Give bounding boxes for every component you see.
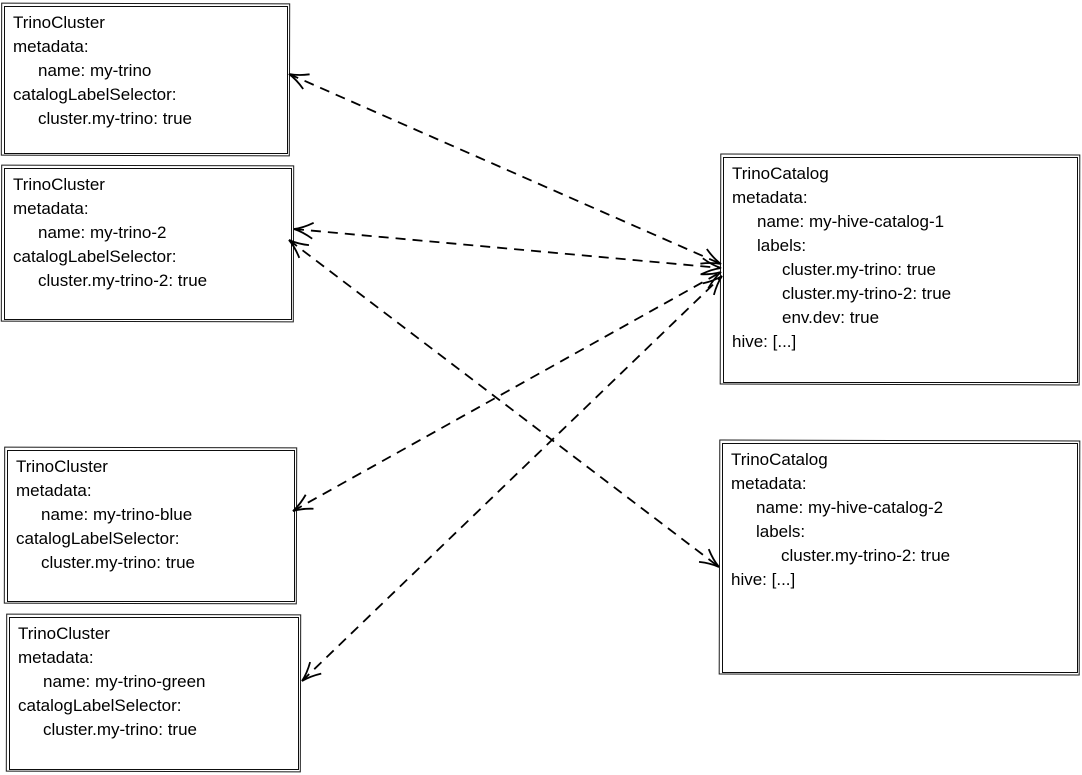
yaml-line: metadata: <box>13 37 89 56</box>
yaml-line: cluster.my-trino: true <box>38 109 192 128</box>
connector-trino-cluster-my-trino-green--trino-catalog-1 <box>301 275 723 682</box>
yaml-line: TrinoCluster <box>13 13 105 32</box>
yaml-line: env.dev: true <box>782 308 880 327</box>
yaml-line: metadata: <box>16 481 92 500</box>
yaml-line: cluster.my-trino-2: true <box>781 546 951 565</box>
trino-cluster-my-trino-2-box: TrinoCluster metadata: name: my-trino-2 cat… <box>4 168 292 320</box>
yaml-line: labels: <box>757 236 807 255</box>
yaml-line: catalogLabelSelector: <box>16 529 180 548</box>
trino-catalog-1-box: TrinoCatalog metadata: name: my-hive-catal… <box>723 157 1078 383</box>
yaml-line: metadata: <box>731 474 807 493</box>
yaml-line: catalogLabelSelector: <box>13 247 177 266</box>
yaml-line: name: my-hive-catalog-1 <box>757 212 945 231</box>
yaml-line: catalogLabelSelector: <box>13 85 177 104</box>
yaml-line: metadata: <box>732 188 808 207</box>
yaml-line: hive: [...] <box>732 332 797 351</box>
trino-cluster-my-trino-green-box: TrinoCluster metadata: name: my-trino-gree… <box>9 617 299 770</box>
yaml-line: TrinoCluster <box>13 175 105 194</box>
yaml-line: metadata: <box>13 199 89 218</box>
yaml-line: labels: <box>756 522 806 541</box>
yaml-line: name: my-trino-2 <box>38 223 167 242</box>
connector-trino-cluster-my-trino-blue--trino-catalog-1 <box>292 271 722 512</box>
yaml-line: cluster.my-trino: true <box>43 720 197 739</box>
trino-catalog-2-box: TrinoCatalog metadata: name: my-hive-catal… <box>722 443 1078 673</box>
yaml-line: TrinoCatalog <box>732 164 829 183</box>
connector-trino-cluster-my-trino--trino-catalog-1 <box>288 73 722 265</box>
yaml-line: cluster.my-trino-2: true <box>38 271 208 290</box>
yaml-line: cluster.my-trino: true <box>782 260 936 279</box>
yaml-line: hive: [...] <box>731 570 796 589</box>
yaml-line: catalogLabelSelector: <box>18 696 182 715</box>
yaml-line: name: my-trino <box>38 61 152 80</box>
yaml-line: name: my-hive-catalog-2 <box>756 498 944 517</box>
yaml-line: name: my-trino-green <box>43 672 206 691</box>
connector-trino-cluster-my-trino-2--trino-catalog-2 <box>288 239 720 568</box>
yaml-line: cluster.my-trino-2: true <box>782 284 952 303</box>
connector-trino-cluster-my-trino-2--trino-catalog-1 <box>293 221 722 276</box>
trino-cluster-my-trino-box: TrinoCluster metadata: name: my-trino catal… <box>4 6 288 154</box>
yaml-line: name: my-trino-blue <box>41 505 193 524</box>
yaml-line: TrinoCluster <box>18 624 110 643</box>
yaml-line: cluster.my-trino: true <box>41 553 195 572</box>
yaml-line: metadata: <box>18 648 94 667</box>
yaml-line: TrinoCatalog <box>731 450 828 469</box>
yaml-line: TrinoCluster <box>16 457 108 476</box>
trino-cluster-my-trino-blue-box: TrinoCluster metadata: name: my-trino-blue… <box>7 450 295 602</box>
